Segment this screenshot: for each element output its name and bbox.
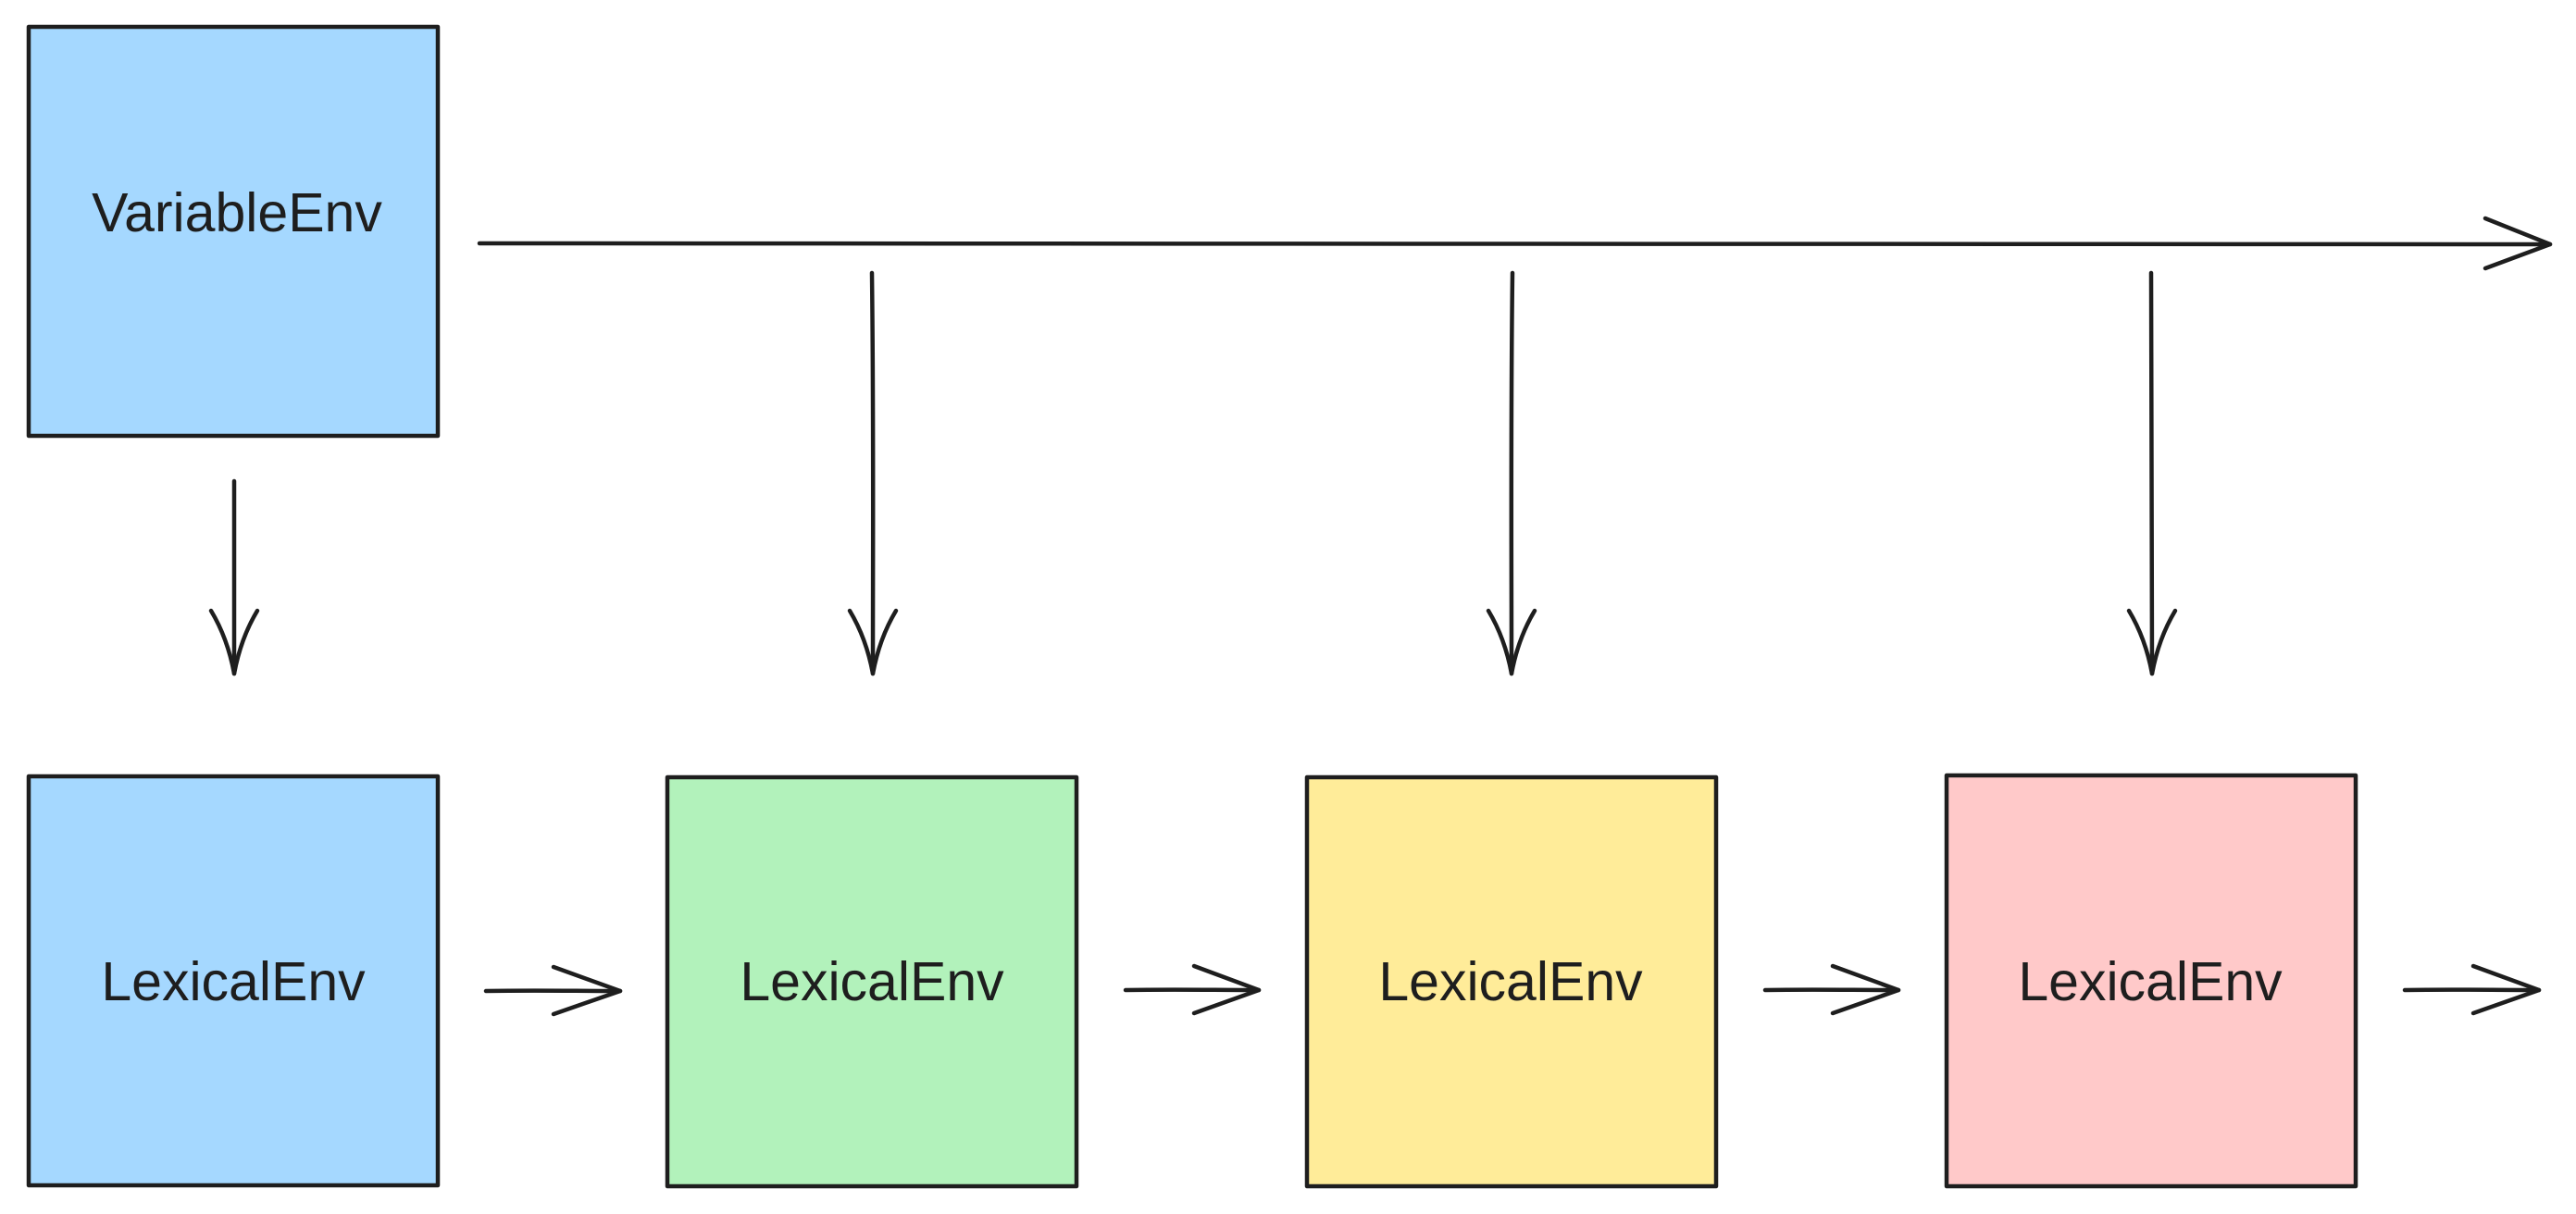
lexical-env-label-4: LexicalEnv	[2018, 951, 2283, 1012]
down-arrow-1	[208, 478, 260, 676]
lexical-env-rect-3	[1304, 774, 1719, 1189]
lexical-env-box-1[interactable]: LexicalEnv	[26, 774, 441, 1188]
variable-env-label: VariableEnv	[92, 182, 382, 243]
lexical-env-label-2: LexicalEnv	[740, 951, 1004, 1012]
right-arrow-1	[483, 964, 623, 1017]
variable-env-box[interactable]: VariableEnv	[26, 24, 441, 439]
lexical-env-box-3[interactable]: LexicalEnv	[1304, 774, 1719, 1189]
down-arrow-4	[2126, 270, 2178, 676]
right-arrow-2	[1123, 963, 1262, 1016]
right-arrow-3	[1762, 963, 1901, 1016]
variable-env-rect	[26, 24, 441, 439]
lexical-env-rect-2	[665, 774, 1079, 1189]
lexical-env-box-2[interactable]: LexicalEnv	[665, 774, 1079, 1189]
lexical-env-box-4[interactable]: LexicalEnv	[1944, 773, 2358, 1189]
lexical-env-rect-1	[26, 774, 441, 1188]
down-arrow-2	[847, 270, 899, 676]
lexical-env-label-3: LexicalEnv	[1378, 951, 1643, 1012]
variable-env-long-arrow	[477, 216, 2553, 271]
right-arrow-4	[2402, 963, 2542, 1016]
lexical-env-label-1: LexicalEnv	[101, 951, 366, 1012]
lexical-env-rect-4	[1944, 773, 2358, 1189]
down-arrow-3	[1486, 270, 1537, 676]
